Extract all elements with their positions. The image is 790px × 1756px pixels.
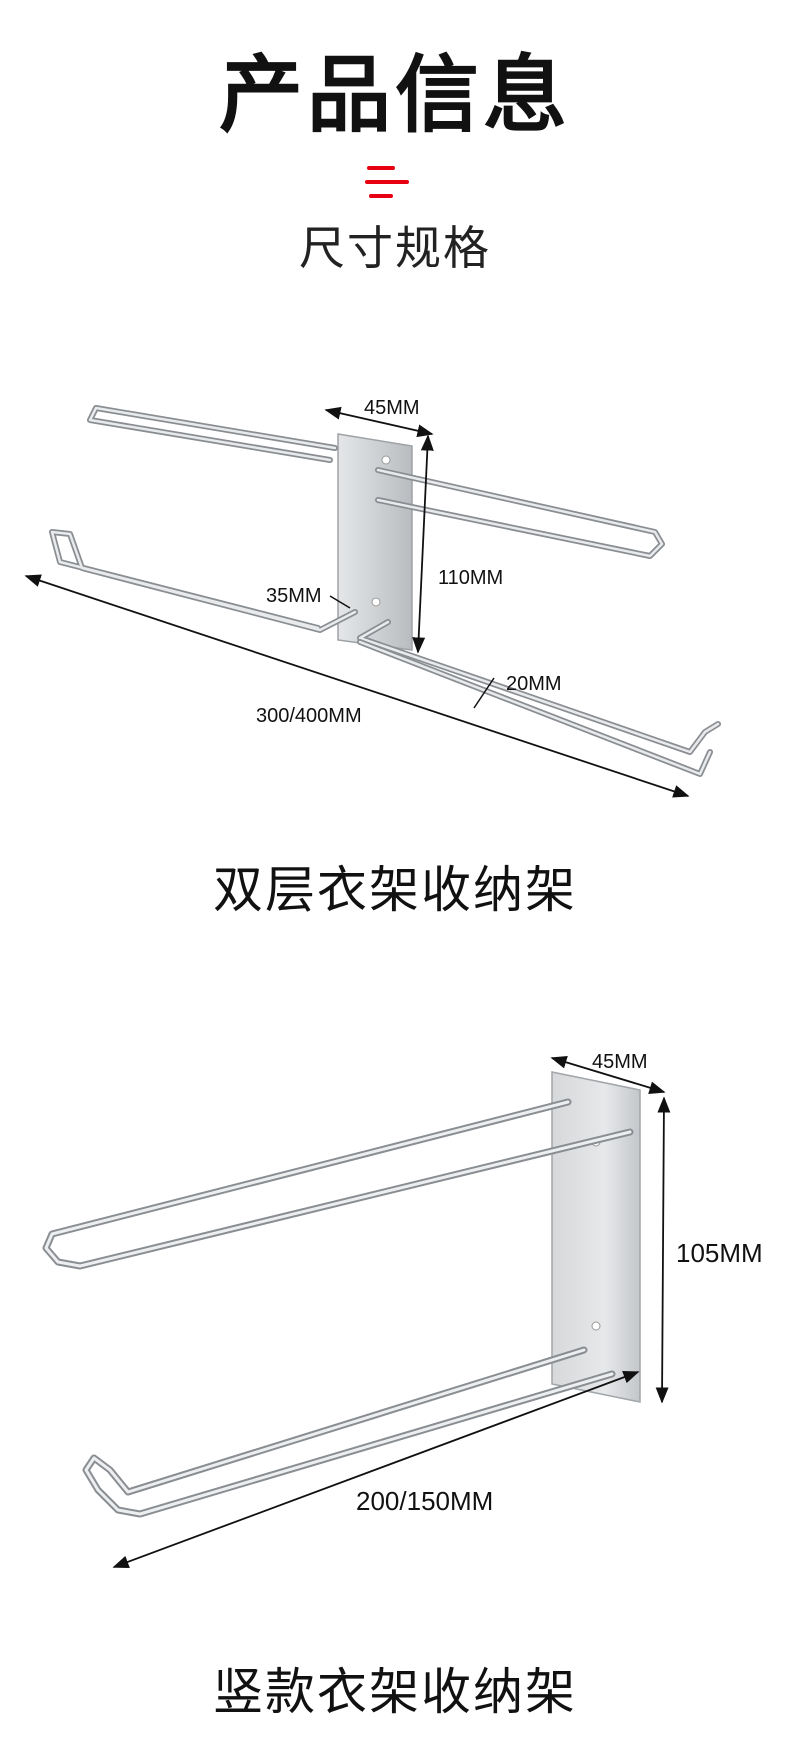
screw-hole — [371, 597, 381, 607]
page-title: 产品信息 — [218, 46, 571, 144]
height-dimension-line — [412, 434, 434, 654]
upper-wire — [87, 405, 665, 559]
menu-lines-icon — [365, 164, 409, 204]
length-dimension-line — [112, 1371, 640, 1568]
length-label: 200/150MM — [356, 1486, 493, 1516]
double-rack-diagram: 45MM 110MM 35MM 20MM 300/400MM — [24, 397, 721, 798]
height-label: 110MM — [438, 567, 503, 589]
length-dimension-line — [24, 574, 690, 798]
screw-hole — [381, 455, 391, 465]
section-subtitle: 尺寸规格 — [299, 221, 491, 275]
diameter-tick — [473, 677, 495, 709]
product-caption-vertical: 竖款衣架收纳架 — [213, 1663, 577, 1721]
diameter-label: 20MM — [506, 673, 562, 695]
width-dimension-line — [324, 406, 434, 438]
length-label: 300/400MM — [256, 705, 362, 727]
width-label: 45MM — [592, 1051, 648, 1073]
height-dimension-line — [655, 1096, 671, 1404]
height-label: 105MM — [676, 1238, 763, 1268]
width-dimension-line — [550, 1056, 666, 1094]
width-label: 45MM — [364, 397, 420, 419]
product-caption-double: 双层衣架收纳架 — [213, 861, 577, 919]
vertical-rack-diagram: 45MM 105MM 200/150MM — [42, 1051, 763, 1568]
upper-wire — [42, 1098, 634, 1270]
lower-wire — [82, 1346, 616, 1518]
gap-tick — [329, 595, 351, 609]
gap-label: 35MM — [266, 585, 322, 607]
screw-hole — [591, 1321, 601, 1331]
